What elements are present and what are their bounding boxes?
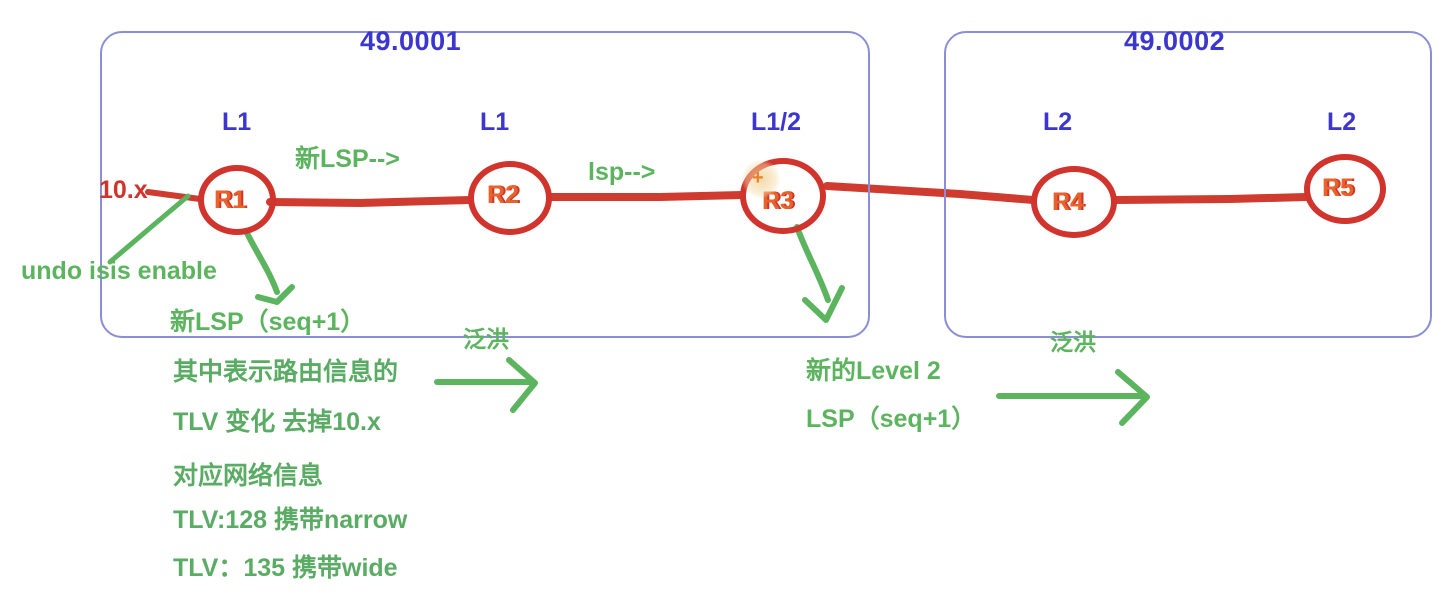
link-r1-r2: [266, 196, 474, 208]
note-line: 其中表示路由信息的: [173, 358, 399, 386]
router-label-r3: R3: [762, 187, 794, 215]
leader-undo-isis-enable: [107, 193, 191, 265]
arrow-flood-right: [996, 369, 1150, 426]
link-r4-r5: [1111, 193, 1310, 204]
annotation-r1-new-lsp: 新LSP（seq+1）: [170, 308, 366, 336]
link-group: [145, 182, 1310, 208]
router-label-r4: R4: [1052, 188, 1084, 216]
link-label-r1-r2: 新LSP-->: [295, 145, 400, 173]
link-network-r1: [145, 189, 203, 202]
router-label-r5: R5: [1322, 174, 1354, 202]
level-label-r5: L2: [1327, 108, 1357, 136]
router-label-r1: R1: [214, 186, 246, 214]
annotation-r3-new-lsp-line2: LSP（seq+1）: [806, 405, 977, 433]
arrow-flood-left: [434, 357, 538, 413]
area-box-49-0002: [944, 31, 1432, 338]
note-line: TLV 变化 去掉10.x: [173, 408, 381, 436]
router-node-r5[interactable]: [1304, 154, 1386, 224]
router-label-r2: R2: [487, 181, 519, 209]
annotation-undo-isis-enable: undo isis enable: [21, 257, 217, 285]
area-box-49-0001: [100, 31, 870, 338]
annotation-flood-left: 泛洪: [463, 326, 509, 352]
annotation-r3-new-lsp-line1: 新的Level 2: [806, 357, 941, 385]
link-r3-r4: [823, 182, 1037, 204]
note-line: TLV：135 携带wide: [173, 554, 398, 582]
level-label-r1: L1: [222, 108, 252, 136]
link-r2-r3: [547, 191, 746, 201]
annotation-flood-right: 泛洪: [1050, 329, 1096, 355]
level-label-r3: L1/2: [751, 108, 802, 136]
arrow-r1-new-lsp: [243, 228, 295, 305]
network-label-10x: 10.x: [99, 176, 148, 204]
note-line: 对应网络信息: [173, 462, 324, 490]
note-line: TLV:128 携带narrow: [173, 506, 408, 534]
router-node-r2[interactable]: [468, 161, 552, 235]
link-label-r2-r3: lsp-->: [588, 158, 656, 186]
router-node-r4[interactable]: [1031, 166, 1117, 238]
level-label-r4: L2: [1043, 108, 1073, 136]
area-title-49-0002: 49.0002: [1124, 26, 1226, 56]
router-node-r1[interactable]: [198, 165, 276, 235]
level-label-r2: L1: [480, 108, 510, 136]
arrow-r3-new-lsp: [794, 224, 845, 323]
area-title-49-0001: 49.0001: [360, 26, 462, 56]
